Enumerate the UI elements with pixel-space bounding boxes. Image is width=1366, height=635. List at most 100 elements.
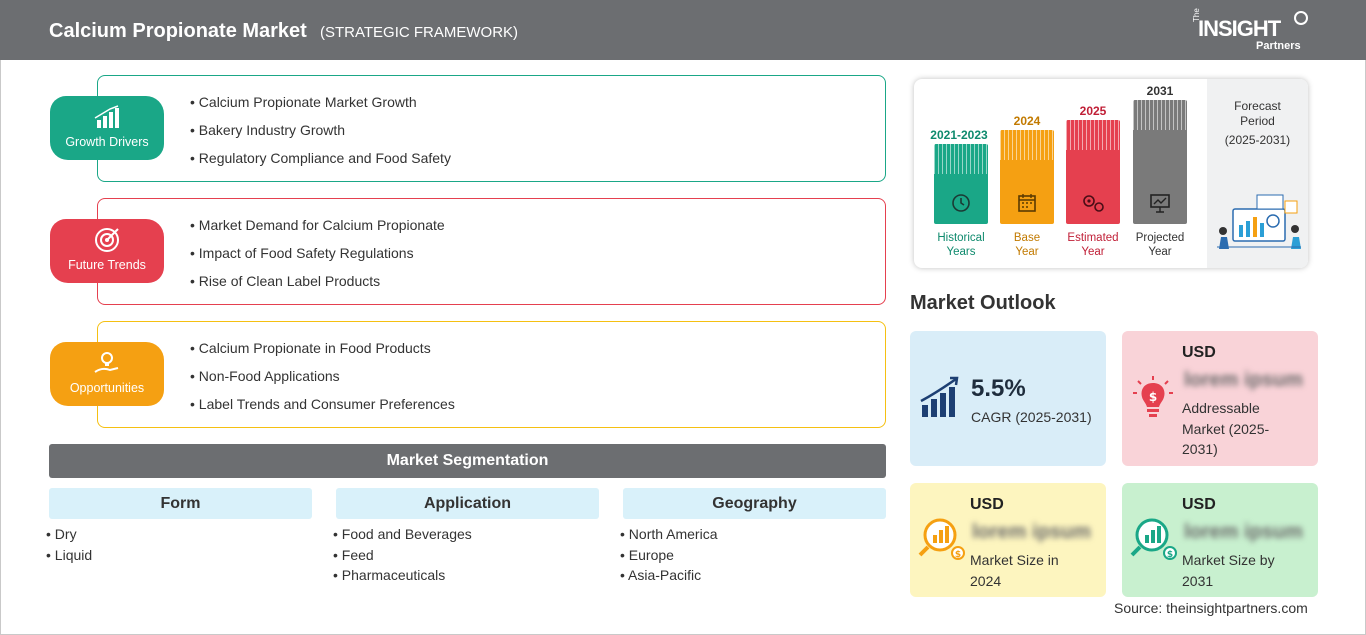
magnifier-chart-icon: $ xyxy=(1130,518,1177,560)
growth-drivers-label: Growth Drivers xyxy=(65,135,149,149)
timeline-bar-historical xyxy=(934,144,988,224)
growth-drivers-badge: Growth Drivers xyxy=(50,96,164,160)
source-link[interactable]: Source: theinsightpartners.com xyxy=(1114,600,1308,616)
future-trends-badge: Future Trends xyxy=(50,219,164,283)
segment-application-header: Application xyxy=(336,488,599,519)
target-icon xyxy=(95,228,119,252)
segment-geography-list: North America Europe Asia-Pacific xyxy=(620,526,718,588)
addressable-usd: USD xyxy=(1182,344,1216,361)
growth-drivers-card: Calcium Propionate Market Growth Bakery … xyxy=(97,75,886,182)
list-item: Regulatory Compliance and Food Safety xyxy=(190,150,451,178)
segment-form-list: Dry Liquid xyxy=(46,526,92,567)
timeline-label-line: Year xyxy=(1148,246,1172,258)
magnifier-chart-icon: $ xyxy=(918,518,965,560)
opportunities-list: Calcium Propionate in Food Products Non-… xyxy=(190,340,455,424)
timeline-label-base: Base Year xyxy=(996,231,1058,259)
segment-application-list: Food and Beverages Feed Pharmaceuticals xyxy=(333,526,472,588)
timeline-year-historical: 2021-2023 xyxy=(930,128,988,142)
opportunities-label: Opportunities xyxy=(69,381,145,395)
list-item: Asia-Pacific xyxy=(620,567,718,588)
timeline-label-line: Years xyxy=(946,246,976,258)
segmentation-title: Market Segmentation xyxy=(49,444,886,478)
list-item: Europe xyxy=(620,547,718,568)
segment-geography-header: Geography xyxy=(623,488,886,519)
timeline-label-line: Year xyxy=(1015,246,1039,258)
svg-text:$: $ xyxy=(1167,550,1173,560)
size-2024-label-line: 2024 xyxy=(970,572,1002,589)
size-2031-label: Market Size by 2031 xyxy=(1182,550,1275,591)
insight-partners-logo[interactable]: The INSIGHT Partners xyxy=(1192,8,1322,54)
list-item: Pharmaceuticals xyxy=(333,567,472,588)
list-item: Dry xyxy=(46,526,92,547)
timeline-bar-projected xyxy=(1133,100,1187,224)
opportunities-badge: Opportunities xyxy=(50,342,164,406)
analytics-people-icon xyxy=(1217,194,1301,249)
timeline-year-base: 2024 xyxy=(1013,114,1041,128)
segment-form-header: Form xyxy=(49,488,312,519)
history-icon xyxy=(952,194,970,212)
lightbulb-hand-icon xyxy=(94,352,119,373)
forecast-period-panel: Forecast Period (2025-2031) xyxy=(1207,79,1308,268)
size-2031-label-line: Market Size by xyxy=(1182,552,1275,568)
list-item: Feed xyxy=(333,547,472,568)
size-2031-value: lorem ipsum xyxy=(1184,521,1303,543)
timeline-bar-base xyxy=(1000,130,1054,224)
page-title: Calcium Propionate Market xyxy=(49,20,307,42)
addressable-value: lorem ipsum xyxy=(1184,369,1303,391)
addressable-label-line: Addressable xyxy=(1182,400,1260,416)
future-trends-list: Market Demand for Calcium Propionate Imp… xyxy=(190,217,445,301)
timeline-bar-estimated xyxy=(1066,120,1120,224)
timeline-label-line: Estimated xyxy=(1067,232,1119,244)
gears-icon xyxy=(1083,195,1104,212)
timeline-label-line: Projected xyxy=(1135,232,1185,244)
addressable-label-line: 2031) xyxy=(1182,441,1218,457)
future-trends-card: Market Demand for Calcium Propionate Imp… xyxy=(97,198,886,305)
list-item: Liquid xyxy=(46,547,92,568)
logo-sub: Partners xyxy=(1256,40,1301,52)
header-bar: Calcium Propionate Market (STRATEGIC FRA… xyxy=(0,0,1366,60)
size-2024-value: lorem ipsum xyxy=(972,521,1091,543)
svg-text:$: $ xyxy=(955,550,961,560)
list-item: Market Demand for Calcium Propionate xyxy=(190,217,445,245)
timeline-label-historical: Historical Years xyxy=(922,231,1000,259)
list-item: Calcium Propionate in Food Products xyxy=(190,340,455,368)
timeline-label-line: Historical xyxy=(937,232,985,244)
size-2024-usd: USD xyxy=(970,496,1004,513)
svg-text:$: $ xyxy=(1149,390,1157,404)
lightbulb-dollar-icon: $ xyxy=(1133,376,1173,417)
timeline-year-estimated: 2025 xyxy=(1079,104,1107,118)
logo-main: INSIGHT xyxy=(1198,16,1281,41)
forecast-title-line: Period xyxy=(1240,114,1275,128)
list-item: Calcium Propionate Market Growth xyxy=(190,94,451,122)
list-item: Non-Food Applications xyxy=(190,368,455,396)
cagr-value: 5.5% xyxy=(971,375,1026,402)
size-2031-usd: USD xyxy=(1182,496,1216,513)
list-item: Bakery Industry Growth xyxy=(190,122,451,150)
list-item: North America xyxy=(620,526,718,547)
growth-drivers-list: Calcium Propionate Market Growth Bakery … xyxy=(190,94,451,178)
size-2024-label-line: Market Size in xyxy=(970,552,1059,568)
page-subtitle: (STRATEGIC FRAMEWORK) xyxy=(320,24,519,41)
timeline-label-line: Base xyxy=(1013,232,1041,244)
size-2024-label: Market Size in 2024 xyxy=(970,550,1059,591)
market-outlook-title: Market Outlook xyxy=(910,292,1056,314)
forecast-period: (2025-2031) xyxy=(1224,133,1291,147)
timeline-year-projected: 2031 xyxy=(1146,84,1174,98)
cagr-card: 5.5% CAGR (2025-2031) xyxy=(910,331,1106,466)
forecast-title-line: Forecast xyxy=(1234,99,1281,113)
list-item: Impact of Food Safety Regulations xyxy=(190,245,445,273)
list-item: Food and Beverages xyxy=(333,526,472,547)
market-size-2024-card: $ USD lorem ipsum Market Size in 2024 xyxy=(910,483,1106,597)
timeline-label-projected: Projected Year xyxy=(1127,231,1193,259)
cagr-label: CAGR (2025-2031) xyxy=(971,409,1092,425)
chart-growth-icon xyxy=(94,105,119,128)
opportunities-card: Calcium Propionate in Food Products Non-… xyxy=(97,321,886,428)
addressable-label-line: Market (2025- xyxy=(1182,420,1270,437)
logo-magnifier-icon xyxy=(1294,11,1308,25)
forecast-title: Forecast Period xyxy=(1207,99,1308,129)
future-trends-label: Future Trends xyxy=(68,258,146,272)
timeline-label-line: Year xyxy=(1081,246,1105,258)
timeline-label-estimated: Estimated Year xyxy=(1060,231,1126,259)
calendar-icon xyxy=(1018,194,1036,212)
addressable-label: Addressable Market (2025- 2031) xyxy=(1182,398,1269,460)
